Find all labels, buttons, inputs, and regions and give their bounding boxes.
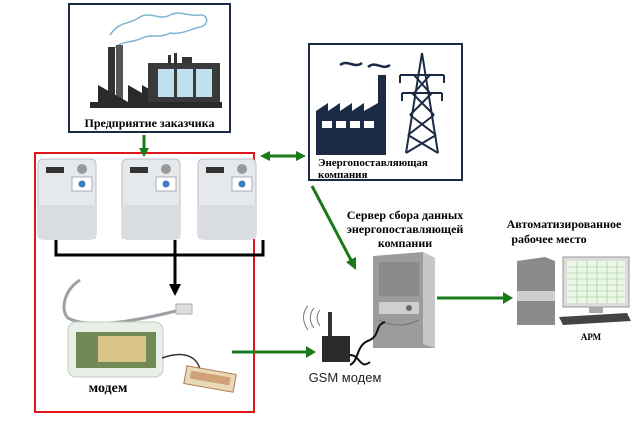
gsm-modem-icon [303, 305, 371, 366]
power-plant-tower-icon [316, 52, 445, 155]
electricity-meter-icon [197, 158, 257, 240]
gsm-modem-label: GSM модем [308, 370, 382, 385]
workstation-icon [517, 256, 631, 325]
arrow-meters-supplier-bidirectional [260, 151, 306, 161]
modem-board-icon [62, 278, 237, 393]
workstation-label-line1: Автоматизированное [506, 217, 622, 231]
arrow-modem-to-gsm [232, 346, 316, 358]
modem-label: модем [88, 381, 128, 396]
workstation-label-line2: рабочее место [511, 232, 587, 246]
meters-group [37, 158, 257, 240]
electricity-meter-icon [121, 158, 181, 240]
meter-bus-arrow [54, 240, 265, 296]
workstation-caption: АРМ [580, 332, 602, 342]
customer-enterprise-box: Предприятие заказчика [68, 3, 231, 133]
server-tower-icon [373, 252, 435, 348]
arrow-server-to-workstation [437, 292, 513, 304]
server-label-line1: Сервер сбора данных [346, 208, 464, 222]
arrow-customer-to-meters [139, 135, 149, 157]
customer-enterprise-label: Предприятие заказчика [84, 116, 215, 130]
supplier-company-label-line2: компания [318, 169, 368, 181]
electricity-meter-icon [37, 158, 97, 240]
factory-icon [90, 12, 222, 108]
arrow-supplier-to-server [310, 185, 356, 270]
supplier-company-box: Энергопоставляющая компания [308, 43, 463, 181]
server-label-line2: энергопоставляющей [346, 222, 464, 236]
gsm-server-cable [349, 321, 386, 366]
supplier-company-label-line1: Энергопоставляющая [318, 157, 428, 169]
server-label-line3: компании [377, 236, 433, 250]
